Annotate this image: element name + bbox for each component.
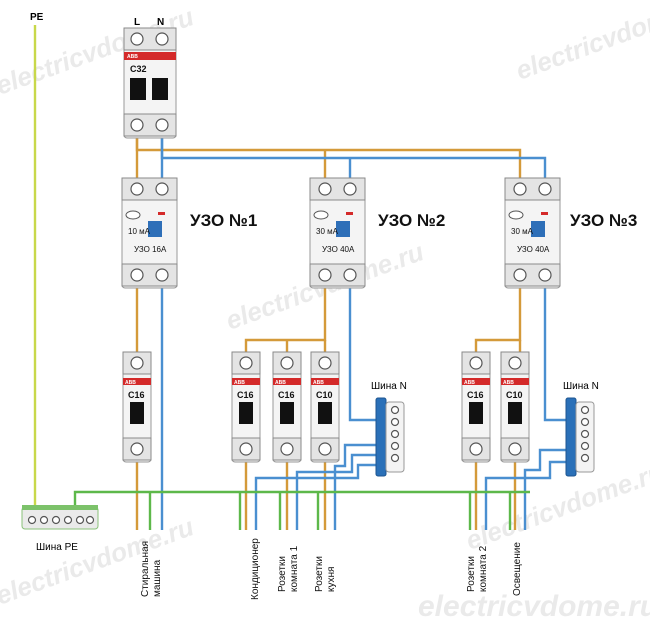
svg-text:ABB: ABB bbox=[275, 380, 286, 386]
svg-text:C16: C16 bbox=[278, 390, 295, 400]
watermark-4: electricvdome.ru bbox=[462, 456, 650, 555]
load-5-label: Розетки комната 2 bbox=[466, 545, 489, 592]
load-1-label: Стиральная машина bbox=[140, 541, 163, 597]
breaker-6: ABB C10 bbox=[500, 351, 530, 463]
n-bus-1-label: Шина N bbox=[371, 381, 407, 392]
svg-text:ABB: ABB bbox=[125, 380, 136, 386]
svg-text:Освещение: Освещение bbox=[512, 542, 523, 596]
pe-distribution-wire bbox=[73, 490, 530, 510]
svg-text:кухня: кухня bbox=[326, 567, 337, 592]
rcd-3-rating: УЗО 40А bbox=[517, 245, 550, 254]
main-breaker: ABB C32 bbox=[123, 27, 177, 139]
n-bus-2 bbox=[565, 397, 595, 477]
rcd-1-current: 10 мА bbox=[128, 227, 151, 236]
breaker-3: ABB C16 bbox=[272, 351, 302, 463]
neutral-distribution-wire bbox=[160, 135, 547, 178]
breaker-2: ABB C16 bbox=[231, 351, 261, 463]
svg-text:Розетки: Розетки bbox=[277, 556, 288, 592]
watermark-6: electricvdome.ru bbox=[418, 590, 650, 623]
rcd-1: 10 мА УЗО 16А bbox=[121, 177, 178, 289]
load-2-label: Кондиционер bbox=[250, 538, 261, 600]
breaker-5: ABB C16 bbox=[461, 351, 491, 463]
pe-bus bbox=[21, 505, 99, 530]
n-bus-1 bbox=[375, 397, 405, 477]
svg-text:комната 1: комната 1 bbox=[289, 545, 300, 592]
pe-input-label: PE bbox=[30, 12, 44, 23]
svg-text:ABB: ABB bbox=[503, 380, 514, 386]
svg-text:ABB: ABB bbox=[313, 380, 324, 386]
svg-text:Кондиционер: Кондиционер bbox=[250, 538, 261, 600]
svg-text:C10: C10 bbox=[316, 390, 333, 400]
svg-text:Розетки: Розетки bbox=[466, 556, 477, 592]
pe-bus-label: Шина PE bbox=[36, 542, 78, 553]
rcd-3-current: 30 мА bbox=[511, 227, 534, 236]
svg-text:C16: C16 bbox=[237, 390, 254, 400]
l-input-label: L bbox=[134, 17, 140, 28]
breaker-4: ABB C10 bbox=[310, 351, 340, 463]
rcd-2: 30 мА УЗО 40А bbox=[309, 177, 366, 289]
svg-text:C10: C10 bbox=[506, 390, 523, 400]
svg-text:C16: C16 bbox=[467, 390, 484, 400]
phase-distribution-wire bbox=[135, 135, 522, 178]
breaker-1: ABB C16 bbox=[122, 351, 152, 463]
rcd-1-title: УЗО №1 bbox=[190, 211, 257, 230]
rcd-2-title: УЗО №2 bbox=[378, 211, 445, 230]
load-3-label: Розетки комната 1 bbox=[277, 545, 300, 592]
svg-text:комната 2: комната 2 bbox=[478, 545, 489, 592]
watermark-2: electricvdome.ru bbox=[512, 0, 650, 86]
svg-text:машина: машина bbox=[152, 559, 163, 597]
n-bus-2-label: Шина N bbox=[563, 381, 599, 392]
rcd-3-title: УЗО №3 bbox=[570, 211, 637, 230]
rcd-2-rating: УЗО 40А bbox=[322, 245, 355, 254]
load-6-label: Освещение bbox=[512, 542, 523, 596]
main-breaker-rating: C32 bbox=[130, 64, 147, 74]
svg-text:ABB: ABB bbox=[234, 380, 245, 386]
rcd-1-rating: УЗО 16А bbox=[134, 245, 167, 254]
rcd-2-current: 30 мА bbox=[316, 227, 339, 236]
rcd-3: 30 мА УЗО 40А bbox=[504, 177, 561, 289]
svg-text:Стиральная: Стиральная bbox=[140, 541, 151, 597]
n-input-label: N bbox=[157, 17, 164, 28]
load-4-label: Розетки кухня bbox=[314, 556, 337, 592]
svg-text:ABB: ABB bbox=[464, 380, 475, 386]
svg-text:ABB: ABB bbox=[127, 54, 138, 60]
svg-text:Розетки: Розетки bbox=[314, 556, 325, 592]
svg-text:C16: C16 bbox=[128, 390, 145, 400]
